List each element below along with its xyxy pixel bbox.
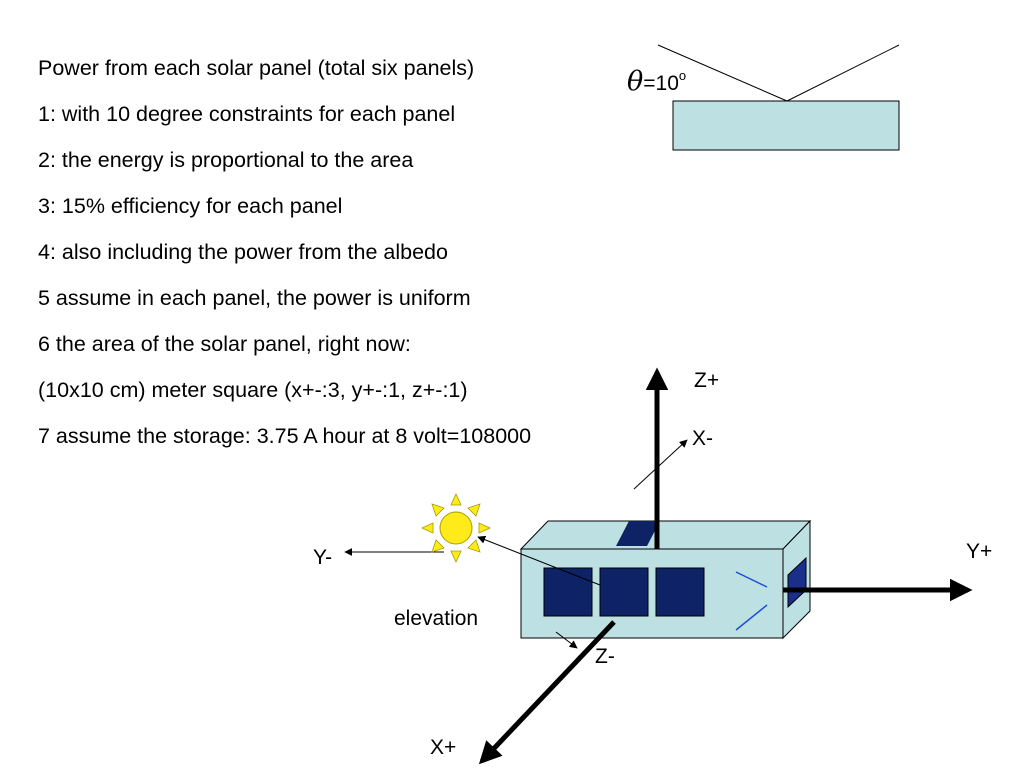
x-minus-axis <box>633 439 688 490</box>
line-1: Power from each solar panel (total six p… <box>38 56 475 80</box>
elevation-label: elevation <box>394 607 479 630</box>
line-8: (10x10 cm) meter square (x+-:3, y+-:1, z… <box>38 378 468 402</box>
top-solar-cell <box>616 521 660 546</box>
line-9: 7 assume the storage: 3.75 A hour at 8 v… <box>38 424 532 448</box>
axes <box>344 367 973 765</box>
line-3: 2: the energy is proportional to the are… <box>38 148 414 172</box>
line-4: 3: 15% efficiency for each panel <box>38 194 343 218</box>
sun-vector <box>477 535 601 586</box>
degree-mark: o <box>678 68 687 83</box>
angle-ray-left <box>657 44 788 102</box>
y-plus-label: Y+ <box>966 540 993 563</box>
front-solar-cell-1 <box>543 567 593 617</box>
x-minus-label: X- <box>692 427 713 450</box>
z-minus-label: Z- <box>595 645 615 668</box>
line-7: 6 the area of the solar panel, right now… <box>38 332 411 356</box>
angle-ray-right <box>786 44 900 102</box>
sun-angle-line-1 <box>735 571 768 588</box>
satellite-box <box>519 519 812 640</box>
x-plus-label: X+ <box>430 736 457 759</box>
y-minus-label: Y- <box>313 546 333 569</box>
z-plus-label: Z+ <box>694 369 720 392</box>
box-top-face <box>519 520 812 550</box>
angle-value: =10 <box>643 72 679 95</box>
line-6: 5 assume in each panel, the power is uni… <box>38 286 471 310</box>
line-5: 4: also including the power from the alb… <box>38 240 448 264</box>
angle-label: θ=10o <box>627 66 686 97</box>
line-2: 1: with 10 degree constraints for each p… <box>38 102 456 126</box>
panel-rect <box>672 100 900 151</box>
front-solar-cell-2 <box>599 567 649 617</box>
sun-icon <box>421 493 491 563</box>
angle-illustration <box>657 44 900 151</box>
front-solar-cell-3 <box>655 567 705 617</box>
sun-angle-line-2 <box>735 604 768 631</box>
z-minus-arrow <box>555 631 578 649</box>
x-plus-axis <box>478 620 616 765</box>
theta-symbol: θ <box>627 66 644 97</box>
